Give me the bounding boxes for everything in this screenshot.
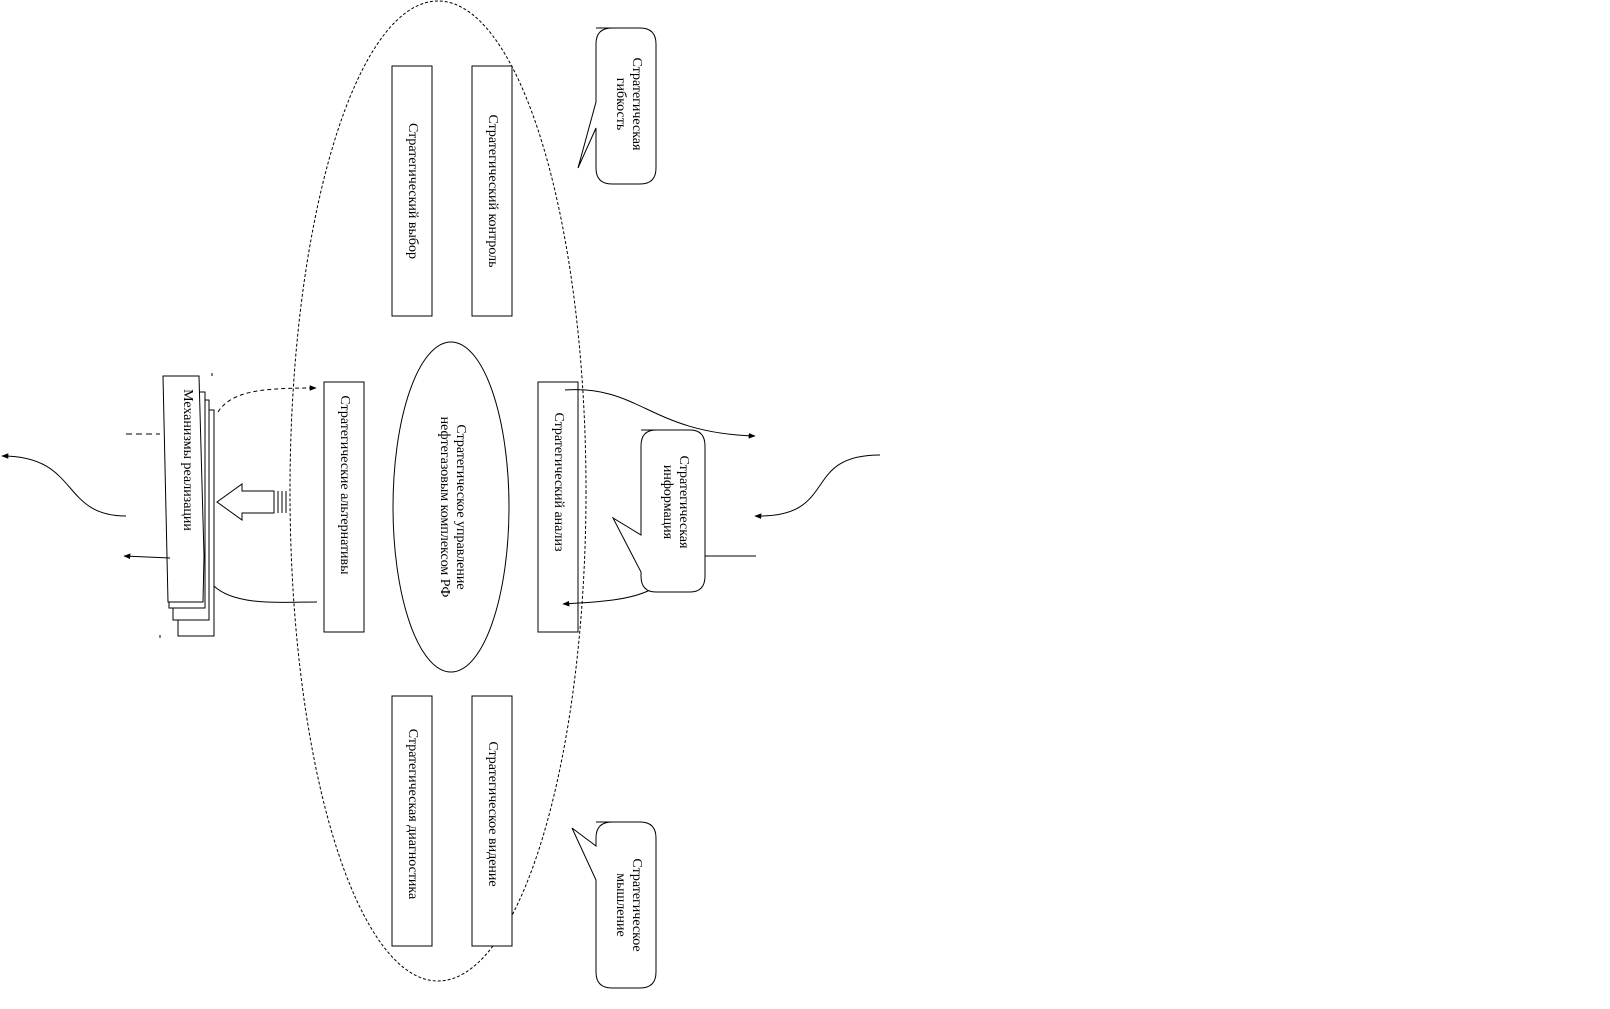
left-straight-arrow [123, 553, 171, 560]
box-control [471, 65, 513, 317]
box-analysis [537, 381, 579, 633]
control-label: Стратегический контроль [485, 114, 501, 268]
alt-to-mechanisms-line [213, 585, 318, 603]
choice-label: Стратегический выбор [405, 122, 421, 260]
center-label-line1: Стратегическое управление [453, 424, 469, 590]
right-curved-arrow [754, 454, 881, 519]
center-ellipse [392, 341, 510, 673]
center-label: Стратегическое управление нефтегазовым к… [424, 362, 480, 652]
outer-ellipse [289, 0, 587, 982]
callout-flexibility-line1: Стратегическая [629, 57, 645, 151]
vision-label: Стратегическое видение [485, 741, 501, 887]
mechanisms-stack [159, 373, 215, 638]
box-choice [391, 65, 433, 317]
callout-information-label: Стратегическая информация [650, 432, 700, 572]
alternatives-label: Стратегические альтернативы [337, 395, 353, 575]
dashed-arrow [217, 385, 317, 413]
callout-flexibility-label: Стратегическая гибкость [603, 34, 653, 174]
center-label-line2: нефтегазовым комплексом РФ [437, 416, 452, 598]
box-diagnostics [391, 695, 433, 947]
info-to-analysis-arrow [562, 589, 651, 607]
left-curved-arrow [1, 453, 127, 517]
callout-flexibility-shape [577, 27, 657, 185]
callout-information-line2: информация [660, 464, 675, 540]
callout-information-line1: Стратегическая [676, 455, 692, 549]
analysis-label: Стратегический анализ [551, 412, 567, 552]
diagnostics-label: Стратегическая диагностика [405, 728, 421, 900]
box-alternatives [323, 381, 365, 633]
callout-information-shape [611, 429, 706, 593]
block-arrow [216, 483, 287, 521]
callout-thinking-shape [571, 821, 657, 989]
analysis-out-curve [564, 389, 756, 439]
mechanisms-label: Механизмы реализации [180, 389, 196, 531]
callout-thinking-line1: Стратегическое [629, 858, 645, 952]
box-vision [471, 695, 513, 947]
callout-thinking-line2: мышление [613, 873, 628, 937]
callout-flexibility-line2: гибкость [613, 77, 628, 131]
callout-thinking-label: Стратегическое мышление [603, 835, 653, 975]
